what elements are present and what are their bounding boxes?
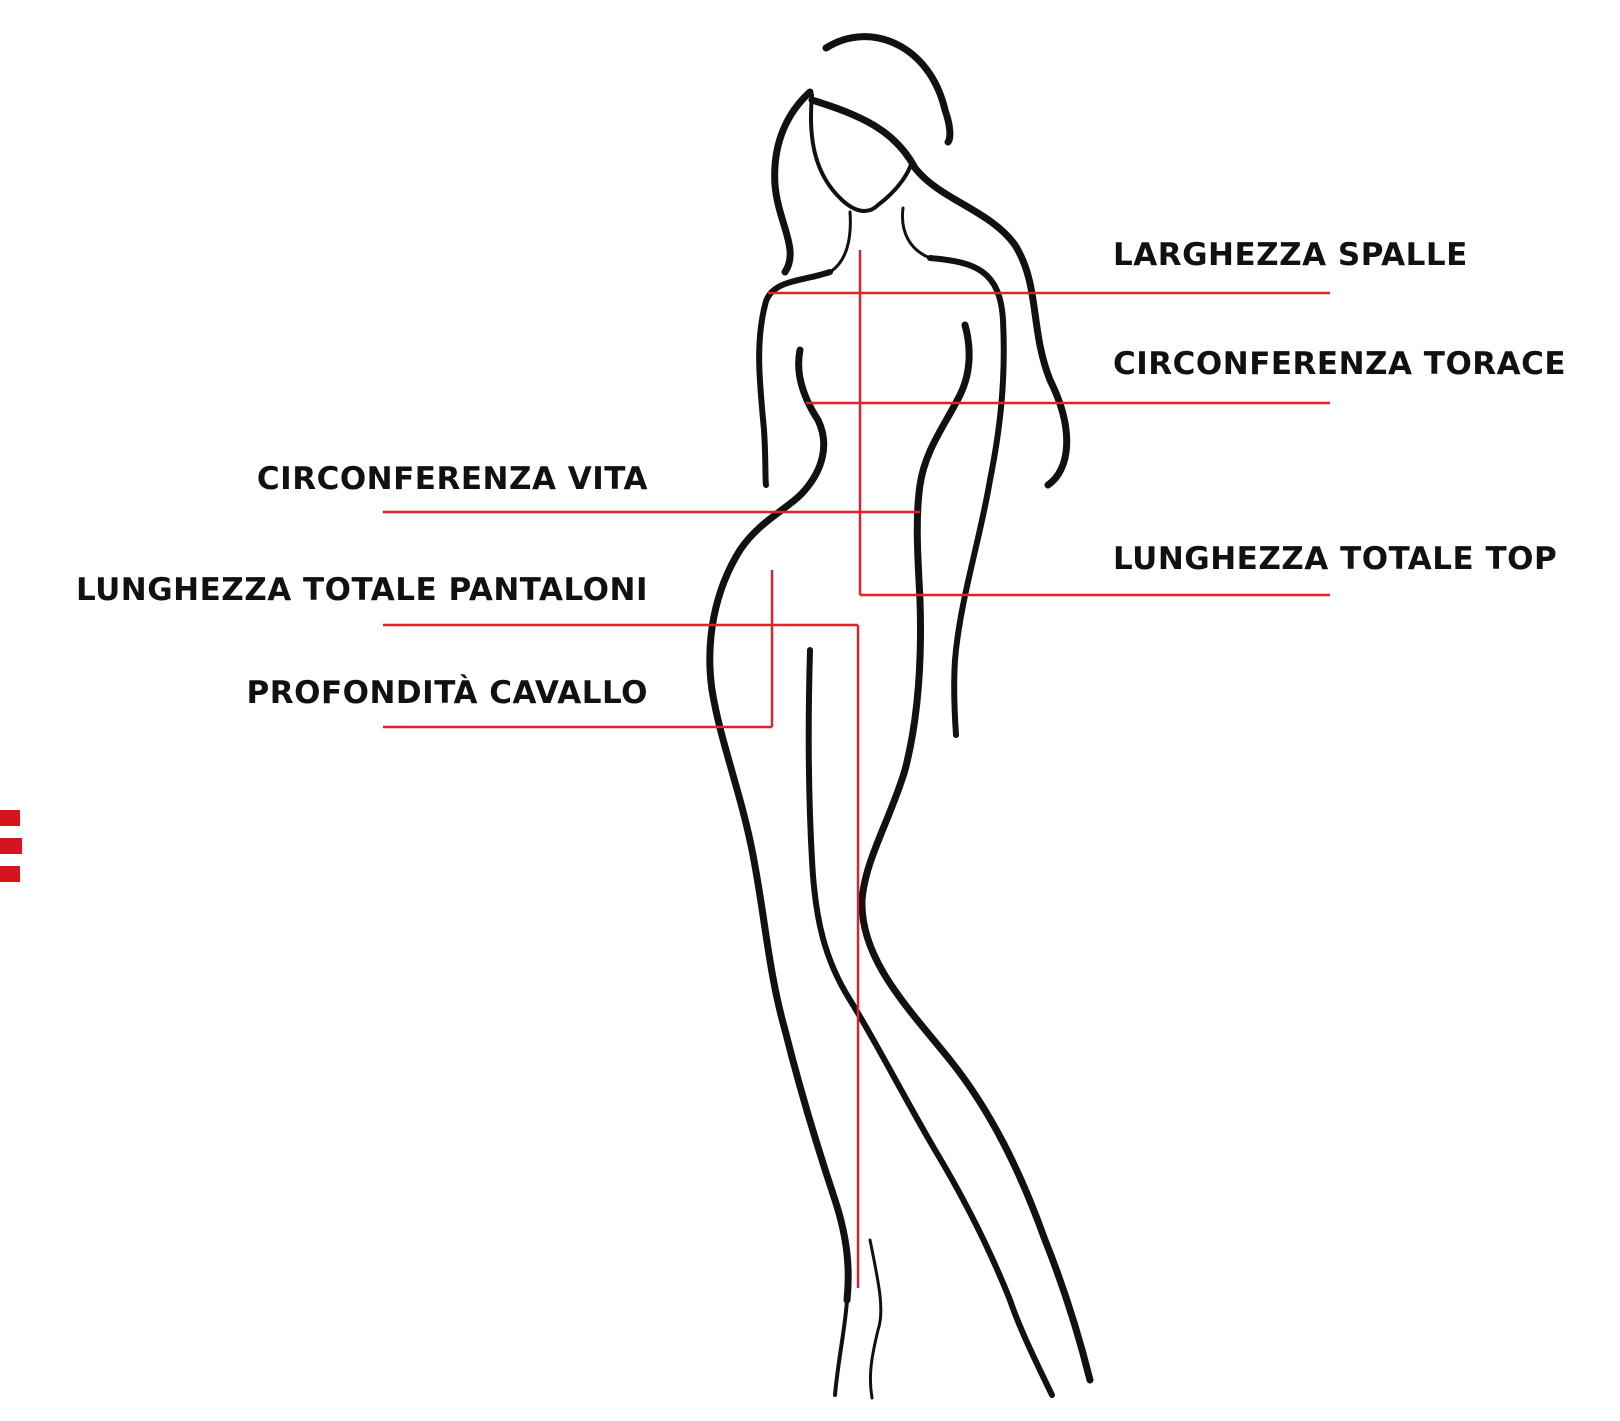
measurement-guides [383, 250, 1330, 1288]
right-foot-stroke [870, 1240, 881, 1398]
neck-right-stroke [902, 208, 930, 258]
label-waist-circumference: CIRCONFERENZA VITA [257, 461, 648, 497]
accent-bar-bottom [0, 866, 20, 882]
left-accent-mark [0, 810, 22, 882]
left-arm-stroke [759, 272, 830, 485]
accent-bar-middle [0, 838, 22, 854]
face-stroke [811, 95, 912, 211]
accent-bar-top [0, 810, 20, 826]
measurement-labels: LARGHEZZA SPALLE CIRCONFERENZA TORACE LU… [76, 237, 1566, 711]
hair-top-stroke [826, 37, 950, 142]
hair-left-stroke [775, 92, 810, 272]
label-shoulder-width: LARGHEZZA SPALLE [1113, 237, 1468, 273]
label-crotch-depth: PROFONDITÀ CAVALLO [247, 675, 648, 711]
female-body-silhouette-icon [710, 37, 1090, 1398]
label-pants-total-length: LUNGHEZZA TOTALE PANTALONI [76, 572, 648, 608]
label-chest-circumference: CIRCONFERENZA TORACE [1113, 346, 1566, 382]
left-torso-stroke [710, 350, 848, 1300]
left-foot-stroke [835, 1300, 847, 1395]
label-top-total-length: LUNGHEZZA TOTALE TOP [1113, 541, 1557, 577]
neck-left-stroke [830, 212, 850, 272]
